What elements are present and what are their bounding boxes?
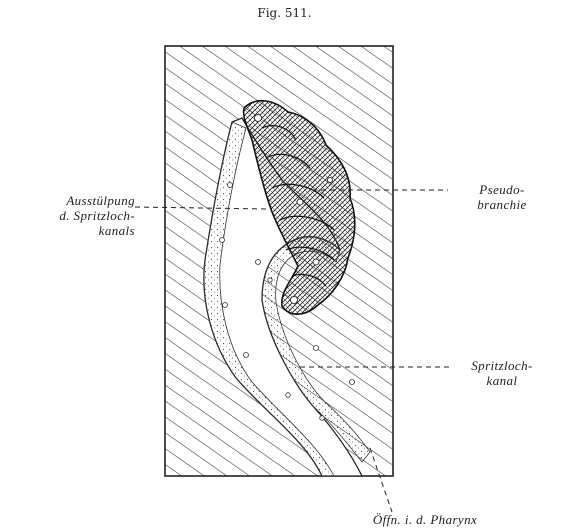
label-outpouching-line1: Ausstülpung: [17, 193, 135, 208]
label-spiracle-canal: Spritzloch- kanal: [452, 358, 552, 388]
label-spiracle-canal-line2: kanal: [452, 373, 552, 388]
label-outpouching: Ausstülpung d. Spritzloch- kanals: [17, 193, 135, 238]
label-pseudobranch-line1: Pseudo-: [452, 182, 552, 197]
label-spiracle-canal-line1: Spritzloch-: [452, 358, 552, 373]
label-pharynx-opening: Öffn. i. d. Pharynx: [330, 512, 520, 527]
label-outpouching-line2: d. Spritzloch-: [17, 208, 135, 223]
label-outpouching-line3: kanals: [17, 223, 135, 238]
label-pseudobranch: Pseudo- branchie: [452, 182, 552, 212]
label-pseudobranch-line2: branchie: [452, 197, 552, 212]
